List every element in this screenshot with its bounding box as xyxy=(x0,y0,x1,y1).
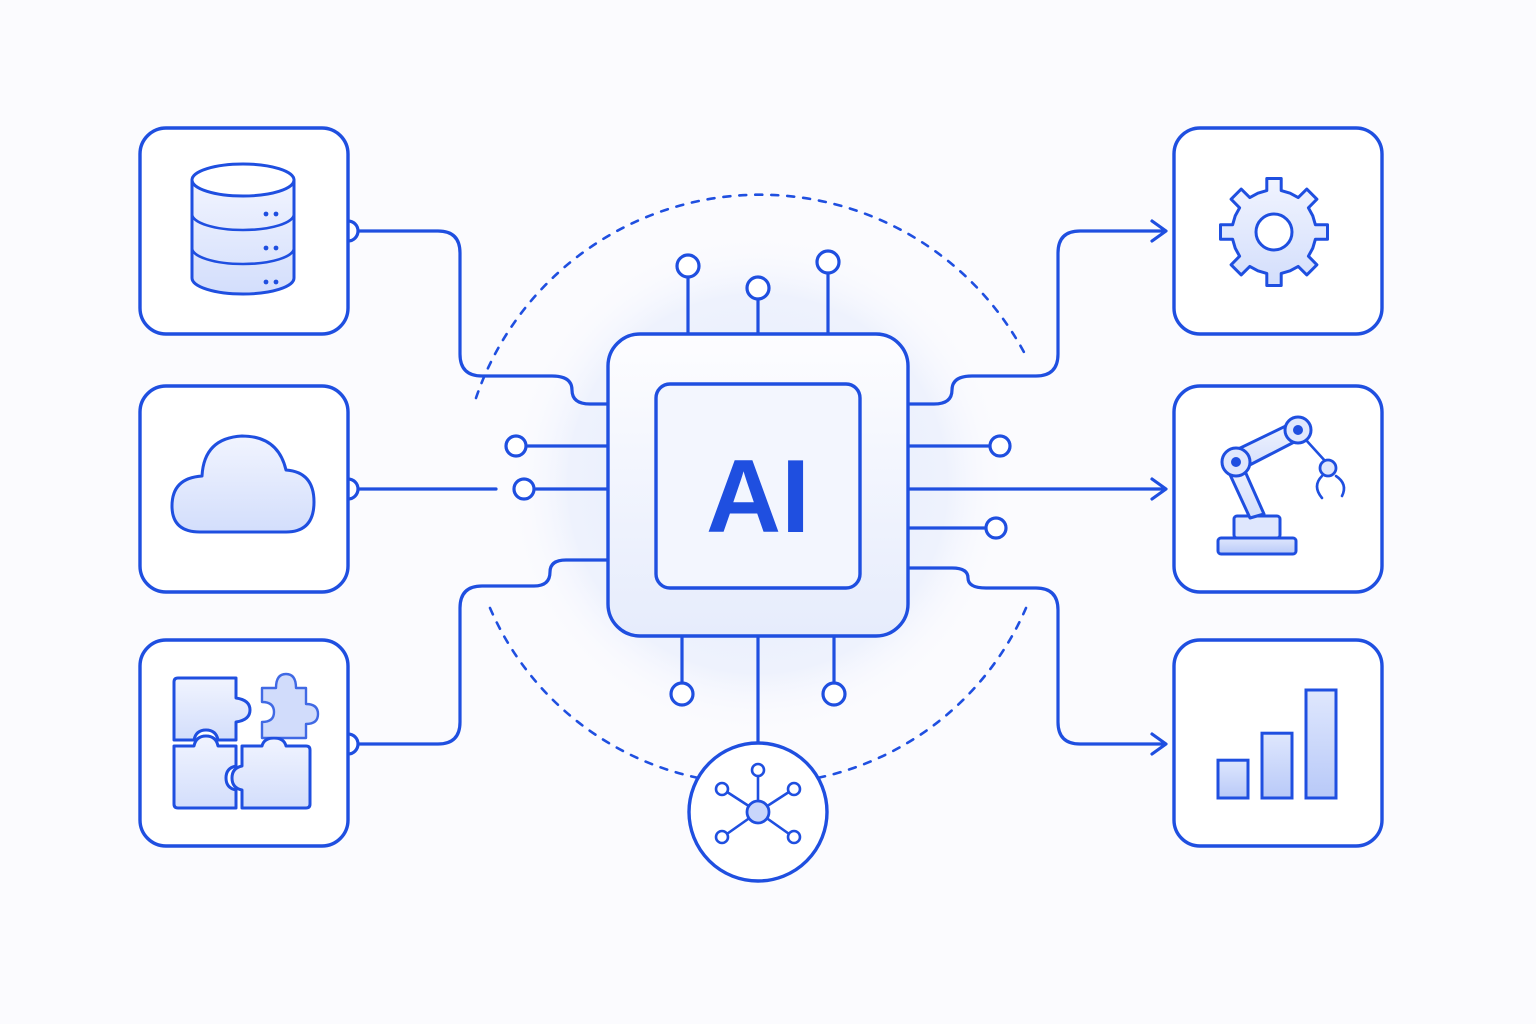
settings-arrow xyxy=(1150,219,1168,243)
chip-top-node-1 xyxy=(675,253,701,279)
chip-bottom-node-1 xyxy=(669,681,695,707)
output-tile-robotics xyxy=(1172,384,1384,594)
tile-frame xyxy=(1172,384,1384,594)
bar-chart-bar-3 xyxy=(1304,688,1338,800)
input-tile-puzzle xyxy=(138,638,350,848)
database-connector xyxy=(346,229,610,406)
chip-core xyxy=(654,382,862,590)
output-tile-analytics xyxy=(1172,638,1384,848)
chip-label: AI xyxy=(706,439,810,555)
chip-top-node-3 xyxy=(815,249,841,275)
bar-chart-bar-1 xyxy=(1216,758,1250,800)
chip-top-node-2 xyxy=(745,275,771,301)
input-tile-database xyxy=(138,126,350,336)
gear-hole xyxy=(1254,212,1294,252)
output-tile-settings xyxy=(1172,126,1384,336)
analytics-arrow xyxy=(1150,732,1168,756)
bar-chart-icon xyxy=(1216,688,1338,800)
analytics-connector xyxy=(906,566,1166,746)
orbit-arc-top xyxy=(474,193,1028,400)
cloud-icon xyxy=(170,434,316,534)
output-connectors xyxy=(906,219,1168,756)
ai-chip: AI xyxy=(606,332,910,638)
chip-bottom-node-2 xyxy=(821,681,847,707)
chip-left-node-1 xyxy=(504,434,528,458)
input-connectors xyxy=(336,219,610,756)
robotics-arrow xyxy=(1150,477,1168,501)
chip-vertical-pins xyxy=(669,249,847,754)
puzzle-connector xyxy=(346,558,610,746)
input-tile-cloud xyxy=(138,384,350,594)
chip-right-node-2 xyxy=(984,516,1008,540)
network-hub-icon xyxy=(714,762,802,845)
bar-chart-bar-2 xyxy=(1260,731,1294,800)
database-icon xyxy=(190,162,296,296)
chip-right-node-1 xyxy=(988,434,1012,458)
tile-frame xyxy=(138,638,350,848)
chip-left-node-2 xyxy=(512,477,536,501)
settings-connector xyxy=(906,229,1166,406)
robot-arm-icon xyxy=(1216,415,1346,556)
puzzle-icon xyxy=(172,672,320,810)
network-hub xyxy=(687,741,829,883)
gear-icon xyxy=(1219,177,1329,287)
